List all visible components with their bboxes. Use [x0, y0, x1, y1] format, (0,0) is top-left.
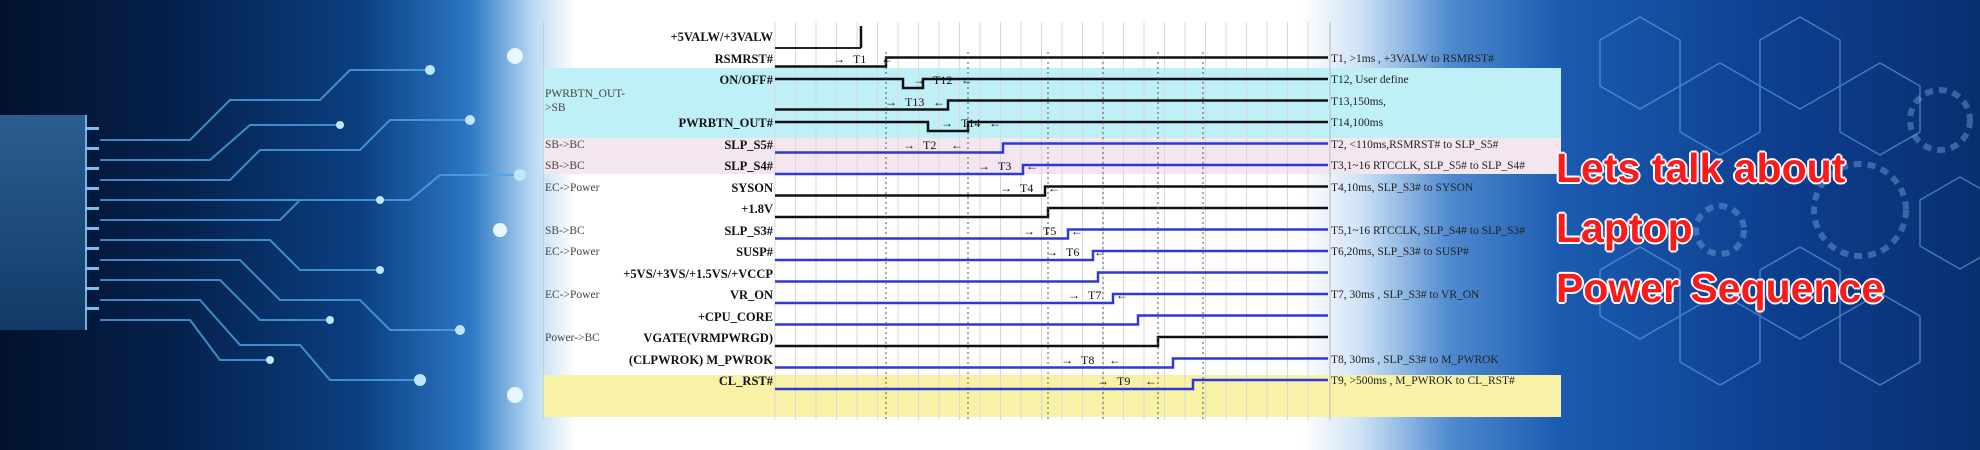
arrow-left-icon: ← [933, 94, 945, 109]
waveform-slp-s3- [775, 228, 1328, 240]
microchip-graphic [0, 115, 99, 330]
timing-note: T12, User define [1331, 74, 1409, 86]
timing-mark-label: T14 [961, 116, 981, 130]
timing-mark-label: T12 [933, 73, 953, 87]
arrow-left-icon: ← [1048, 180, 1060, 195]
timing-mark-label: T13 [905, 94, 925, 109]
waveform-vr-on [775, 292, 1328, 305]
arrow-right-icon: → [1000, 180, 1012, 195]
waveform--clpwrok-m-pwrok [775, 357, 1328, 369]
circuit-board-graphic [100, 48, 526, 403]
waveform--5vs-3vs-1-5vs-vccp [775, 271, 1328, 283]
group-label: PWRBTN_OUT->SB [545, 87, 626, 114]
signal-label: SLP_S4# [724, 159, 773, 173]
arrow-left-icon: ← [1145, 374, 1157, 388]
arrow-right-icon: → [1061, 352, 1073, 367]
timing-mark-label: T8 [1081, 352, 1095, 367]
arrow-left-icon: ← [1109, 352, 1121, 367]
signal-label: CL_RST# [718, 374, 773, 388]
waveform-susp- [775, 249, 1328, 262]
arrow-right-icon: → [885, 94, 897, 109]
arrow-right-icon: → [1046, 245, 1058, 259]
signal-label: ON/OFF# [719, 73, 773, 87]
timing-note: T7, 30ms , SLP_S3# to VR_ON [1331, 289, 1480, 301]
signal-label: +5VALW/+3VALW [670, 30, 773, 44]
arrow-left-icon: ← [989, 116, 1001, 130]
headline-line-2: Laptop [1556, 205, 1693, 251]
arrow-left-icon: ← [1094, 245, 1106, 259]
timing-mark-label: T6 [1066, 245, 1080, 259]
arrow-right-icon: → [1023, 223, 1035, 238]
waveform-canvas [543, 22, 1331, 420]
timing-mark-label: T9 [1117, 374, 1131, 388]
arrow-left-icon: ← [961, 73, 973, 87]
waveform-pwrbtn-out- [775, 120, 1328, 133]
waveform--1-8v [775, 206, 1328, 219]
hexagon-gear-pattern [1599, 16, 1980, 386]
signal-label: VR_ON [729, 288, 773, 302]
arrow-right-icon: → [978, 159, 990, 173]
signal-label: +1.8V [741, 202, 773, 216]
arrow-left-icon: ← [881, 51, 893, 66]
timing-note: T1, >1ms , +3VALW to RSMRST# [1331, 52, 1494, 65]
arrow-right-icon: → [1068, 288, 1080, 302]
timing-note: T14,100ms [1331, 117, 1384, 129]
timing-mark-label: T4 [1020, 180, 1034, 195]
banner-headline: Lets talk about Laptop Power Sequence [1556, 138, 1976, 318]
group-label: Power->BC [545, 332, 600, 344]
arrow-right-icon: → [913, 73, 925, 87]
waveform-vgate-vrmpwrgd- [775, 335, 1328, 348]
signal-label: SLP_S5# [724, 137, 773, 152]
waveform-row3 [775, 99, 1328, 111]
arrow-right-icon: → [941, 116, 953, 130]
timing-mark-label: T5 [1043, 223, 1057, 238]
signal-label: (CLPWROK) M_PWROK [628, 352, 773, 367]
waveform-syson [775, 185, 1328, 197]
timing-mark-label: T2 [923, 137, 937, 152]
timing-note: T2, <110ms,RSMRST# to SLP_S5# [1331, 138, 1499, 151]
timing-note: T9, >500ms , M_PWROK to CL_RST# [1331, 375, 1515, 387]
headline-line-1: Lets talk about [1556, 145, 1846, 191]
timing-note: T3,1~16 RTCCLK, SLP_S5# to SLP_S4# [1331, 160, 1526, 172]
timing-note: T6,20ms, SLP_S3# to SUSP# [1331, 246, 1469, 258]
headline-line-3: Power Sequence [1556, 265, 1885, 311]
timing-mark-label: T7 [1088, 288, 1102, 302]
waveform-on-off- [775, 77, 1328, 90]
timing-note: T8, 30ms , SLP_S3# to M_PWROK [1331, 353, 1499, 366]
signal-label: VGATE(VRMPWRGD) [643, 331, 773, 345]
waveform-cl-rst- [775, 378, 1328, 391]
timing-note: T5,1~16 RTCCLK, SLP_S4# to SLP_S3# [1331, 224, 1526, 237]
waveform--cpu-core [775, 314, 1328, 326]
group-label: SB->BC [545, 160, 585, 172]
signal-label: PWRBTN_OUT# [678, 116, 773, 130]
group-label: EC->Power [545, 181, 600, 194]
signal-label: +5VS/+3VS/+1.5VS/+VCCP [623, 266, 773, 281]
power-sequence-timing-diagram: +5VALW/+3VALW RSMRST# ON/OFF# PWRBTN_OUT# SL… [543, 22, 1561, 422]
signal-label: SUSP# [736, 245, 773, 259]
group-label: SB->BC [545, 138, 585, 151]
arrow-right-icon: → [1097, 374, 1109, 388]
yellow-highlight-band [543, 375, 1561, 417]
arrow-left-icon: ← [951, 137, 963, 152]
waveform-slp-s4- [775, 163, 1328, 176]
timing-note: T4,10ms, SLP_S3# to SYSON [1331, 181, 1474, 194]
waveform-slp-s5- [775, 142, 1328, 154]
arrow-left-icon: ← [1116, 288, 1128, 302]
timing-mark-label: T1 [853, 51, 867, 66]
arrow-right-icon: → [833, 51, 845, 66]
arrow-left-icon: ← [1071, 223, 1083, 238]
signal-label: RSMRST# [714, 51, 773, 66]
timing-mark-label: T3 [998, 159, 1012, 173]
group-label: EC->Power [545, 246, 600, 258]
signal-label: +CPU_CORE [697, 309, 773, 324]
group-label: EC->Power [545, 289, 600, 301]
arrow-left-icon: ← [1026, 159, 1038, 173]
signal-label: SYSON [731, 180, 773, 195]
arrow-right-icon: → [903, 137, 915, 152]
signal-label: SLP_S3# [724, 223, 773, 238]
group-label: SB->BC [545, 224, 585, 237]
timing-note: T13,150ms, [1331, 95, 1386, 108]
